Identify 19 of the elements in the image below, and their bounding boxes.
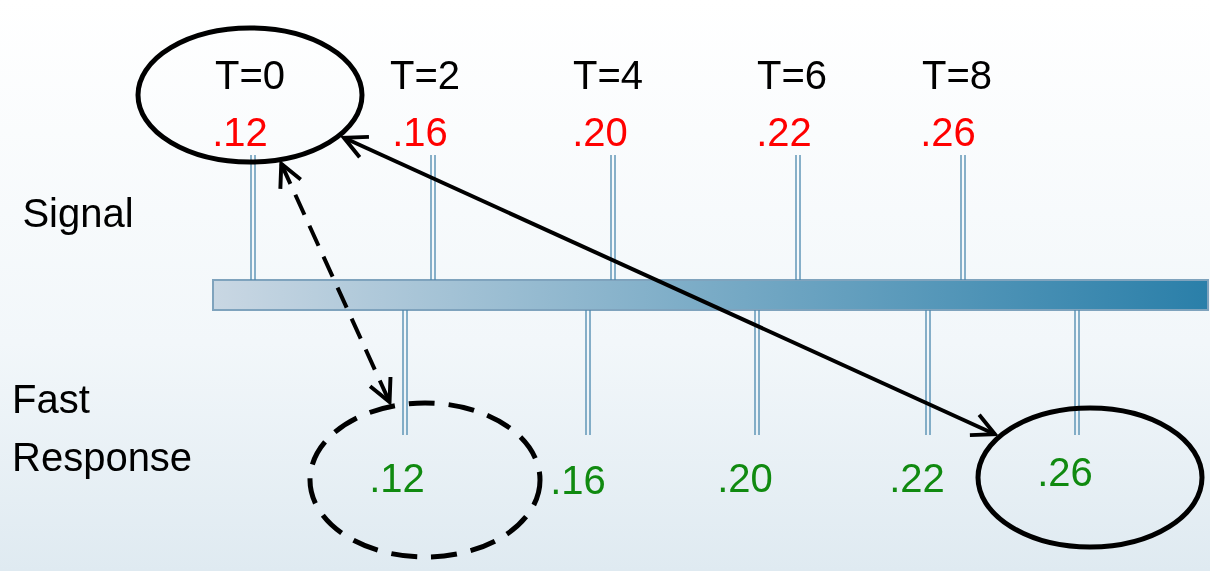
response-value: .12 (369, 456, 425, 500)
time-label: T=6 (757, 53, 827, 97)
time-label: T=2 (390, 53, 460, 97)
signal-value: .12 (212, 110, 268, 154)
time-label: T=8 (922, 53, 992, 97)
row-label: Fast Response (12, 376, 194, 481)
signal-value: .20 (572, 110, 628, 154)
time-label: T=0 (215, 53, 285, 97)
signal-value: .22 (756, 110, 812, 154)
arrow (341, 134, 997, 438)
signal-value: .26 (920, 110, 976, 154)
time-label: T=4 (573, 53, 643, 97)
response-value: .26 (1037, 450, 1093, 494)
arrow (278, 161, 393, 404)
signal-value: .16 (392, 110, 448, 154)
response-value: .20 (717, 456, 773, 500)
response-value: .16 (550, 458, 606, 502)
response-value: .22 (889, 456, 945, 500)
row-label: Signal (22, 191, 134, 235)
